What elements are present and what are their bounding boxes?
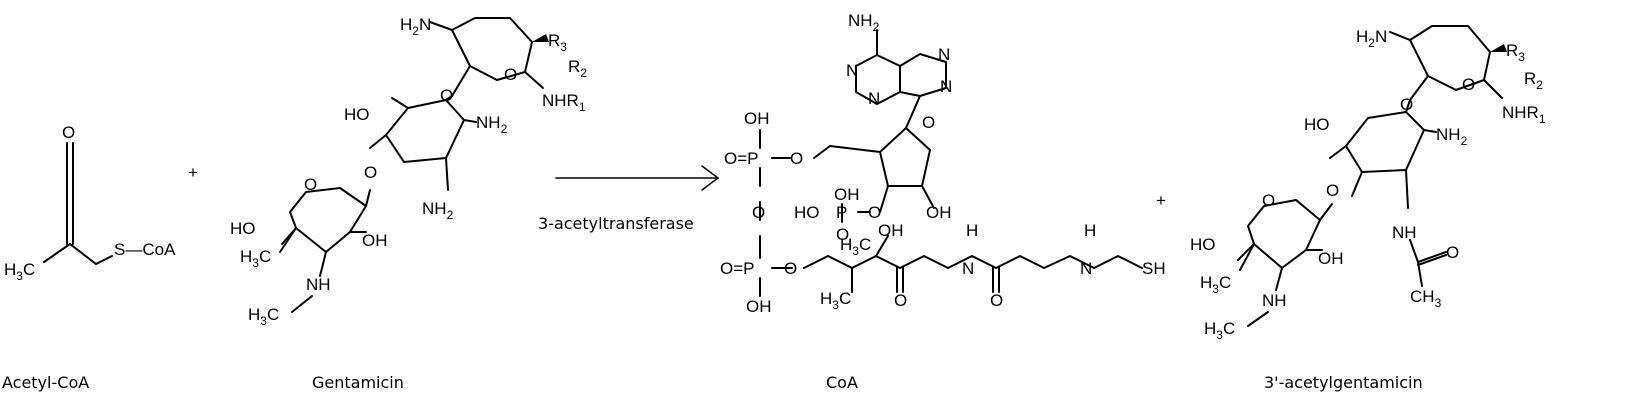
coa-ribose-hydroxyl: OH [926,203,952,222]
acgent-nhr1-label: NHR1 [1502,103,1546,126]
coa-amide-nitrogen-2: N [1080,259,1092,278]
gent-ring-oxygen-bottom: O [304,175,317,194]
acgent-amine-top-left: H2N [1356,27,1387,50]
coa-gem-methyl-bottom: H3C [820,289,851,312]
acgent-hydroxyl-center: HO [1304,115,1330,134]
coa-amide-oxo-1: O [894,291,907,310]
coa-beta-phosphorus: O=P [720,259,755,278]
reaction-arrow [555,165,720,191]
acgent-glycosidic-oxygen-bottom: O [1326,181,1339,200]
acgent-ring-oxygen-bottom: O [1262,191,1275,210]
coa-adenine-amine: NH2 [848,11,880,34]
gent-glycosidic-oxygen-top: O [440,86,453,105]
plus-sign-2: + [1156,191,1166,210]
gent-methyl-label: H3C [240,247,271,270]
gent-ring-oxygen-top: O [504,65,517,84]
coa-thiol: SH [1142,259,1166,278]
acgent-hydroxyl-right: OH [1318,249,1344,268]
coa-3p-phosphate-oh: OH [834,185,860,204]
acgent-n-methyl-label: H3C [1204,319,1235,342]
gent-nhr1-label: NHR1 [542,91,586,114]
coa-amide-oxo-2: O [990,291,1003,310]
coa-amide-nitrogen-1: N [962,259,974,278]
coa-alpha-phosphorus: O=P [724,149,759,168]
acetyl-coa-thioester-label: S—CoA [114,240,176,259]
plus-sign-1: + [188,163,198,182]
coa-adenine-n7: N [938,45,950,64]
acgent-ring-oxygen-top: O [1462,75,1475,94]
gent-amine-top-left: H2N [400,15,431,38]
gent-r3-label: R3 [548,31,567,54]
acgent-r3-label: R3 [1506,41,1525,64]
acgent-methylamine-nh: NH [1262,291,1287,310]
coa-adenine-n1: N [846,61,858,80]
acgent-r2-label: R2 [1524,69,1543,92]
caption-acetyl-coa: Acetyl-CoA [2,373,89,392]
coa-amide-n-hydrogen-2: H [1084,221,1096,240]
acgent-acetamide-oxo: O [1446,243,1459,262]
acgent-acetyl-methyl: CH3 [1410,287,1442,310]
acetyl-coa-structure: O H3C S—CoA [4,123,176,283]
acgent-hydroxyl-left: HO [1190,235,1216,254]
coa-adenine-n3: N [868,89,880,108]
caption-gentamicin: Gentamicin [312,373,404,392]
coa-gem-methyl-top: H3C [840,235,871,258]
coa-3p-oxygen: O [868,203,881,222]
coa-bridging-oxygen-top: O [790,149,803,168]
coa-structure: NH2 N N N N OH O OH O=P O HO P O OH O O … [720,11,1166,316]
acetyl-coa-carbonyl-oxygen: O [62,123,75,142]
coa-3p-oxo: O [836,225,849,244]
enzyme-label: 3-acetyltransferase [538,214,694,233]
gent-methylamine-nh: NH [306,275,331,294]
gent-amine-right: NH2 [476,113,508,136]
acetylgentamicin-structure: H2N R3 R2 O O NHR1 HO NH2 O O NH O HO OH… [1190,25,1546,342]
caption-acetylgentamicin: 3'-acetylgentamicin [1264,373,1423,392]
coa-ribose-oxygen: O [922,113,935,132]
gent-n-methyl-label: H3C [248,305,279,328]
gent-amine-bottom: NH2 [422,199,454,222]
gent-hydroxyl-right: OH [362,231,388,250]
acetyl-coa-methyl-label: H3C [4,260,35,283]
coa-bridging-oxygen-mid: O [752,203,765,222]
caption-coa: CoA [826,373,858,392]
coa-3p-phosphate-ho: HO [794,203,820,222]
coa-alpha-phosphate-oh: OH [744,109,770,128]
coa-ester-oxygen: O [784,259,797,278]
gent-glycosidic-oxygen-bottom: O [364,163,377,182]
acgent-glycosidic-oxygen-top: O [1400,95,1413,114]
gent-hydroxyl-center: HO [344,105,370,124]
acgent-acetamide-nh: NH [1392,223,1417,242]
gentamicin-structure: H2N R3 R2 O NHR1 O HO NH2 O NH2 O HO OH … [230,15,587,328]
acgent-methyl-label: H3C [1200,273,1231,296]
coa-adenine-n9: N [940,77,952,96]
gent-hydroxyl-left: HO [230,219,256,238]
coa-amide-n-hydrogen-1: H [966,221,978,240]
acgent-amine-right: NH2 [1436,125,1468,148]
coa-panto-hydroxyl: OH [878,221,904,240]
gent-r2-label: R2 [568,57,587,80]
coa-3p-phosphorus: P [836,203,847,222]
coa-beta-phosphate-oh: OH [746,297,772,316]
